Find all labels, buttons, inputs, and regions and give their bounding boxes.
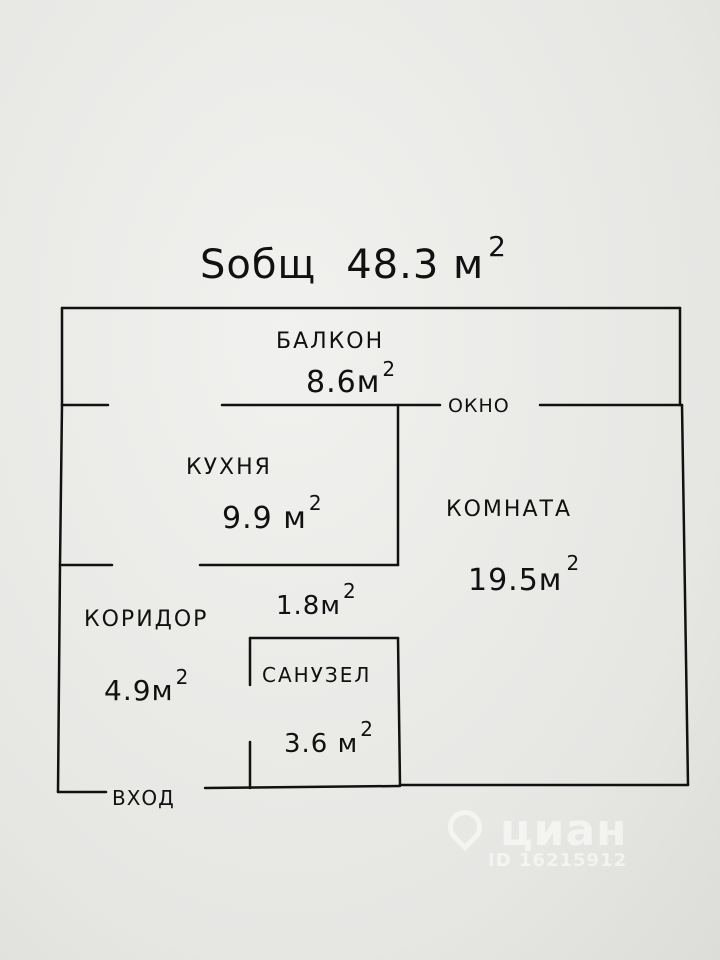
corridor-label: КОРИДОР bbox=[84, 607, 208, 632]
kitchen-label: КУХНЯ bbox=[186, 455, 272, 480]
wall-bathroom-right bbox=[396, 636, 402, 787]
balcony-label: БАЛКОН bbox=[276, 329, 384, 354]
wall-left-corridor bbox=[56, 563, 62, 794]
wall-right-room bbox=[680, 403, 690, 787]
wall-left-kitchen bbox=[58, 403, 64, 567]
wall-bottom-b bbox=[203, 784, 402, 790]
bathroom-label: САНУЗЕЛ bbox=[262, 663, 371, 687]
watermark-logo: циан bbox=[500, 805, 628, 856]
entrance-marker: ВХОД bbox=[112, 786, 175, 810]
watermark-id: ID 16215912 bbox=[488, 850, 628, 871]
window-marker: ОКНО bbox=[448, 395, 510, 417]
room-label: КОМНАТА bbox=[446, 497, 572, 522]
walls bbox=[56, 306, 690, 794]
